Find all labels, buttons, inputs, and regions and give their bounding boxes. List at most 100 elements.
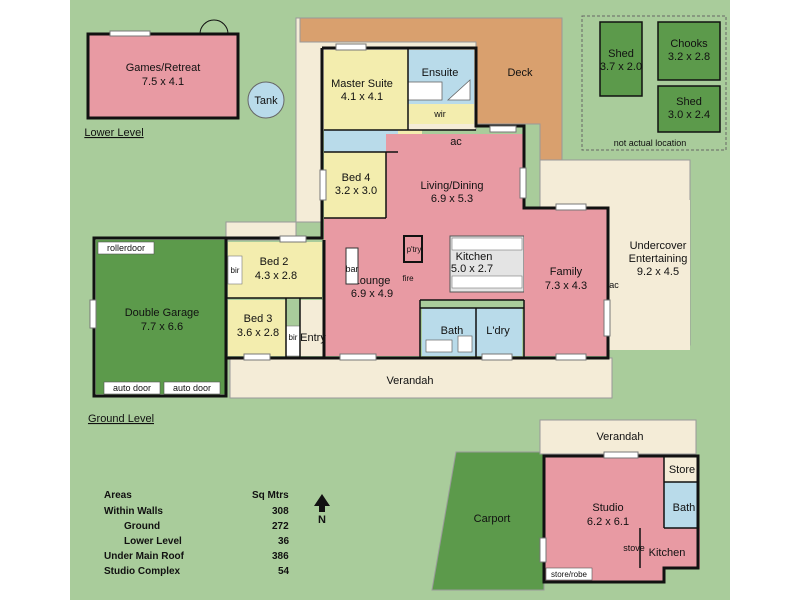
games-retreat-room: Games/Retreat 7.5 x 4.1 <box>86 19 240 120</box>
shed-2-label: Shed <box>676 96 702 108</box>
bir-1-label: bir <box>231 266 240 275</box>
kitchen-label: Kitchen <box>456 251 493 263</box>
lounge-label: Lounge <box>354 275 391 287</box>
not-actual-location-note: not actual location <box>614 138 687 148</box>
main-house-walls <box>89 43 611 398</box>
area-row-value: 308 <box>272 506 289 517</box>
garage-size: 7.7 x 6.6 <box>141 321 183 333</box>
area-row-label: Studio Complex <box>104 566 181 577</box>
bed-2-size: 4.3 x 2.8 <box>255 270 297 282</box>
wir <box>408 104 474 124</box>
ac-1-label: ac <box>450 136 462 148</box>
bed-2-label: Bed 2 <box>260 256 289 268</box>
ac-2-label: ac <box>609 280 619 290</box>
fire-label: fire <box>402 274 414 283</box>
area-row-value: 54 <box>278 566 290 577</box>
studio-size: 6.2 x 6.1 <box>587 516 629 528</box>
bir-2-label: bir <box>289 333 298 342</box>
studio-verandah <box>539 419 697 455</box>
games-retreat-size: 7.5 x 4.1 <box>142 76 184 88</box>
entry-hall <box>300 300 324 356</box>
area-row-value: 272 <box>272 521 289 532</box>
bed-4-label: Bed 4 <box>342 172 371 184</box>
bed-4 <box>324 152 386 218</box>
water-tank: Tank <box>247 81 285 119</box>
studio-store <box>664 456 698 482</box>
area-row-label: Under Main Roof <box>104 551 185 562</box>
areas-table: Areas Sq Mtrs Within Walls 308 Ground 27… <box>104 490 290 577</box>
chooks-pen <box>657 21 721 81</box>
area-row-label: Ground <box>124 521 160 532</box>
shed-1-label: Shed <box>608 48 634 60</box>
bar-counter <box>345 247 359 285</box>
studio-bath <box>664 482 698 528</box>
family-size: 7.3 x 4.3 <box>545 280 587 292</box>
deck <box>299 17 563 161</box>
laundry-label: L'dry <box>486 325 510 337</box>
area-row-label: Within Walls <box>104 506 163 517</box>
kitchen-size: 5.0 x 2.7 <box>451 263 493 275</box>
living-dining <box>324 134 524 356</box>
laundry <box>476 308 522 356</box>
master-suite-size: 4.1 x 4.1 <box>341 91 383 103</box>
bath-label: Bath <box>441 325 464 337</box>
auto-door-1-label: auto door <box>113 383 151 393</box>
family-label: Family <box>550 266 583 278</box>
garage-label: Double Garage <box>125 307 200 319</box>
shed-2-size: 3.0 x 2.4 <box>668 109 710 121</box>
deck-label: Deck <box>507 67 533 79</box>
pantry-label: p'try <box>407 245 422 254</box>
ground-level-heading: Ground Level <box>88 413 154 425</box>
undercover-size: 9.2 x 4.5 <box>637 266 679 278</box>
studio-store-label: Store <box>669 464 695 476</box>
bar-label: bar <box>345 264 358 274</box>
lounge-size: 6.9 x 4.9 <box>351 288 393 300</box>
entry-label: Entry <box>300 332 326 344</box>
store-robe-label: store/robe <box>551 570 588 579</box>
outbuildings-area: Shed 3.7 x 2.0 Chooks 3.2 x 2.8 Shed 3.0… <box>581 15 727 151</box>
areas-heading: Areas <box>104 490 132 501</box>
shed-2 <box>657 85 721 133</box>
studio-label: Studio <box>592 502 623 514</box>
bed-3 <box>228 300 286 356</box>
bed-4-size: 3.2 x 3.0 <box>335 185 377 197</box>
bed-3-size: 3.6 x 2.8 <box>237 327 279 339</box>
family-room <box>524 208 608 356</box>
studio-kitchen-label: Kitchen <box>649 547 686 559</box>
undercover-label-2: Entertaining <box>629 253 688 265</box>
verandah-label: Verandah <box>386 375 433 387</box>
areas-units: Sq Mtrs <box>252 490 289 501</box>
bed-3-label: Bed 3 <box>244 313 273 325</box>
chooks-label: Chooks <box>670 38 708 50</box>
tank-label: Tank <box>254 95 278 107</box>
bed-2 <box>228 242 322 298</box>
ensuite-label: Ensuite <box>422 67 459 79</box>
shed-1 <box>599 21 643 97</box>
living-dining-label: Living/Dining <box>421 180 484 192</box>
wir-label: wir <box>433 109 446 119</box>
studio-verandah-label: Verandah <box>596 431 643 443</box>
north-label: N <box>318 514 326 526</box>
studio-complex: Carport Verandah Studio 6.2 x 6.1 Store … <box>431 419 700 591</box>
pantry <box>403 235 423 263</box>
north-arrow-icon <box>314 494 330 512</box>
living-dining-size: 6.9 x 5.3 <box>431 193 473 205</box>
studio-bath-label: Bath <box>673 502 696 514</box>
area-row-value: 386 <box>272 551 289 562</box>
area-row-value: 36 <box>278 536 290 547</box>
undercover-label-1: Undercover <box>630 240 687 252</box>
double-garage <box>96 240 226 394</box>
rollerdoor-label: rollerdoor <box>107 243 145 253</box>
carport-label: Carport <box>474 513 511 525</box>
north-arrow: N <box>314 494 330 526</box>
auto-door-2-label: auto door <box>173 383 211 393</box>
chooks-size: 3.2 x 2.8 <box>668 51 710 63</box>
master-suite-label: Master Suite <box>331 78 393 90</box>
master-suite <box>324 50 408 130</box>
studio-kitchen <box>640 528 700 568</box>
carport <box>431 451 545 591</box>
area-row-label: Lower Level <box>124 536 182 547</box>
lower-level-heading: Lower Level <box>84 127 143 139</box>
games-retreat-label: Games/Retreat <box>126 62 201 74</box>
